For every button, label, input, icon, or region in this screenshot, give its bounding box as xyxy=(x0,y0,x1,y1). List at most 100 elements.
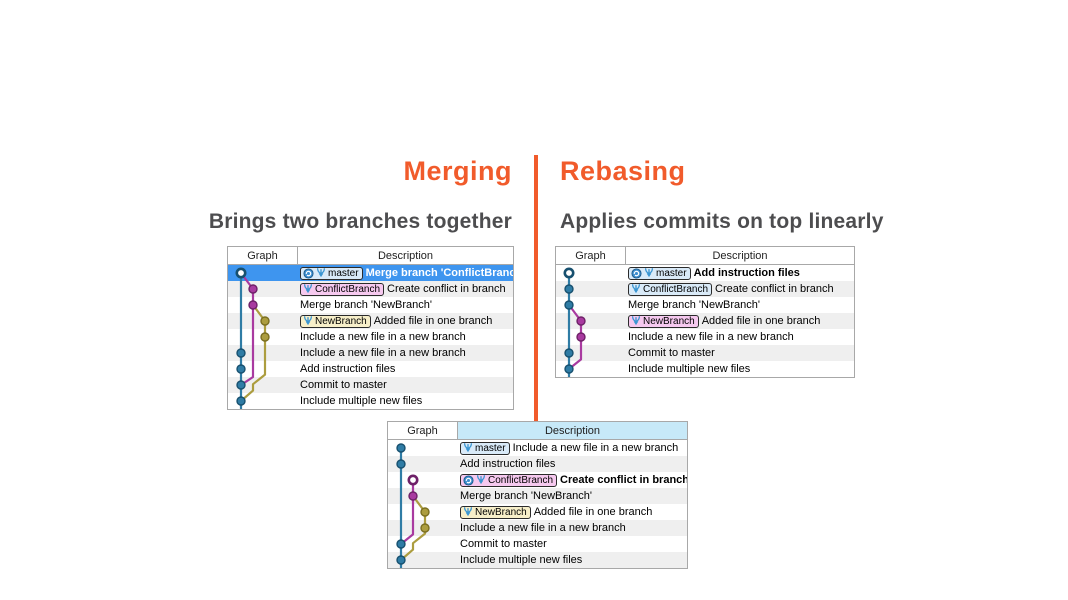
commit-description-cell: Include multiple new files xyxy=(458,554,687,566)
vertical-divider xyxy=(534,155,538,428)
commit-description-cell: Commit to master xyxy=(458,538,687,550)
branch-badge-label: NewBranch xyxy=(475,506,527,518)
branch-badge-label: NewBranch xyxy=(643,315,695,327)
commit-message: Create conflict in branch xyxy=(560,474,687,486)
commit-message: Create conflict in branch xyxy=(387,283,506,295)
commit-description-cell: Include a new file in a new branch xyxy=(298,347,513,359)
commit-message: Include a new file in a new branch xyxy=(300,347,466,359)
head-icon xyxy=(463,474,474,486)
commit-row[interactable]: Add instruction files xyxy=(388,456,687,472)
branch-icon xyxy=(477,475,485,485)
branch-badge-conflictbranch[interactable]: ConflictBranch xyxy=(300,282,385,296)
branch-badge-conflictbranch[interactable]: ConflictBranch xyxy=(460,473,558,487)
commit-description-cell: Merge branch 'NewBranch' xyxy=(298,299,513,311)
branch-badge-newbranch[interactable]: NewBranch xyxy=(460,505,531,519)
branch-icon xyxy=(632,284,640,294)
commit-row[interactable]: Include a new file in a new branch xyxy=(388,520,687,536)
commit-description-cell: ConflictBranch Create conflict in branch xyxy=(458,473,687,487)
branch-badge-newbranch[interactable]: NewBranch xyxy=(628,314,699,328)
commit-message: Merge branch 'NewBranch' xyxy=(628,299,760,311)
commit-row[interactable]: Include a new file in a new branch xyxy=(228,329,513,345)
commit-message: Merge branch 'NewBranch' xyxy=(300,299,432,311)
graph-column-header[interactable]: Graph xyxy=(228,247,298,264)
description-column-header[interactable]: Description xyxy=(458,422,687,439)
rebasing-subtitle: Applies commits on top linearly xyxy=(560,210,884,233)
commit-description-cell: ConflictBranch Create conflict in branch xyxy=(298,282,513,296)
commit-description-cell: Add instruction files xyxy=(298,363,513,375)
branch-icon xyxy=(464,443,472,453)
table-header-row: Graph Description xyxy=(556,247,854,265)
branch-badge-master[interactable]: master xyxy=(300,266,363,280)
merging-history-table: Graph Description master Merge branch 'Co… xyxy=(227,246,514,410)
commit-message: Merge branch 'NewBranch' xyxy=(460,490,592,502)
graph-column-header[interactable]: Graph xyxy=(556,247,626,264)
commit-row[interactable]: Commit to master xyxy=(556,345,854,361)
branch-badge-conflictbranch[interactable]: ConflictBranch xyxy=(628,282,713,296)
branch-badge-label: master xyxy=(328,267,359,279)
commit-message: Add instruction files xyxy=(460,458,556,470)
commit-message: Include a new file in a new branch xyxy=(512,442,679,454)
description-column-header[interactable]: Description xyxy=(377,249,434,262)
branch-badge-label: master xyxy=(656,267,687,279)
commit-row[interactable]: Include multiple new files xyxy=(388,552,687,568)
commit-message: Include a new file in a new branch xyxy=(628,331,794,343)
branch-icon xyxy=(304,284,312,294)
branch-badge-label: ConflictBranch xyxy=(488,474,554,486)
commit-row[interactable]: ConflictBranch Create conflict in branch xyxy=(388,472,687,488)
branch-badge-master[interactable]: master xyxy=(460,441,510,455)
branch-badge-newbranch[interactable]: NewBranch xyxy=(300,314,371,328)
commit-message: Include multiple new files xyxy=(628,363,751,375)
commit-description-cell: Commit to master xyxy=(298,379,513,391)
commit-message: Commit to master xyxy=(460,538,547,550)
branch-badge-label: NewBranch xyxy=(315,315,367,327)
commit-row[interactable]: Include multiple new files xyxy=(556,361,854,377)
commit-row[interactable]: master Merge branch 'ConflictBranch' xyxy=(228,265,513,281)
rebasing-title: Rebasing xyxy=(560,156,686,186)
commit-row[interactable]: Include multiple new files xyxy=(228,393,513,409)
head-icon xyxy=(303,267,314,279)
commit-row[interactable]: Include a new file in a new branch xyxy=(228,345,513,361)
branch-badge-label: ConflictBranch xyxy=(315,283,381,295)
commit-description-cell: Include a new file in a new branch xyxy=(458,522,687,534)
branch-icon xyxy=(632,316,640,326)
commit-row[interactable]: Commit to master xyxy=(228,377,513,393)
commit-message: Include multiple new files xyxy=(300,395,423,407)
commit-row[interactable]: Merge branch 'NewBranch' xyxy=(388,488,687,504)
commit-message: Create conflict in branch xyxy=(715,283,834,295)
commit-row[interactable]: Merge branch 'NewBranch' xyxy=(556,297,854,313)
commit-row[interactable]: master Add instruction files xyxy=(556,265,854,281)
commit-row[interactable]: Add instruction files xyxy=(228,361,513,377)
commit-message: Include a new file in a new branch xyxy=(300,331,466,343)
commit-description-cell: Include multiple new files xyxy=(298,395,513,407)
merging-title: Merging xyxy=(403,156,512,186)
table-header-row: Graph Description xyxy=(228,247,513,265)
commit-row[interactable]: Merge branch 'NewBranch' xyxy=(228,297,513,313)
graph-column-header[interactable]: Graph xyxy=(388,422,458,439)
commit-row[interactable]: ConflictBranch Create conflict in branch xyxy=(228,281,513,297)
commit-row[interactable]: Commit to master xyxy=(388,536,687,552)
branch-badge-master[interactable]: master xyxy=(628,266,691,280)
description-column-header[interactable]: Description xyxy=(712,249,768,262)
commit-description-cell: Include a new file in a new branch xyxy=(626,331,854,343)
commit-row[interactable]: NewBranch Added file in one branch xyxy=(388,504,687,520)
commit-message: Added file in one branch xyxy=(533,506,653,518)
commit-description-cell: Merge branch 'NewBranch' xyxy=(626,299,854,311)
branch-icon xyxy=(317,268,325,278)
commit-message: Add instruction files xyxy=(693,267,800,279)
commit-description-cell: Commit to master xyxy=(626,347,854,359)
commit-description-cell: Include a new file in a new branch xyxy=(298,331,513,343)
commit-message: Merge branch 'ConflictBranch' xyxy=(365,267,513,279)
commit-row[interactable]: Include a new file in a new branch xyxy=(556,329,854,345)
merging-subtitle: Brings two branches together xyxy=(208,210,512,233)
commit-description-cell: Merge branch 'NewBranch' xyxy=(458,490,687,502)
